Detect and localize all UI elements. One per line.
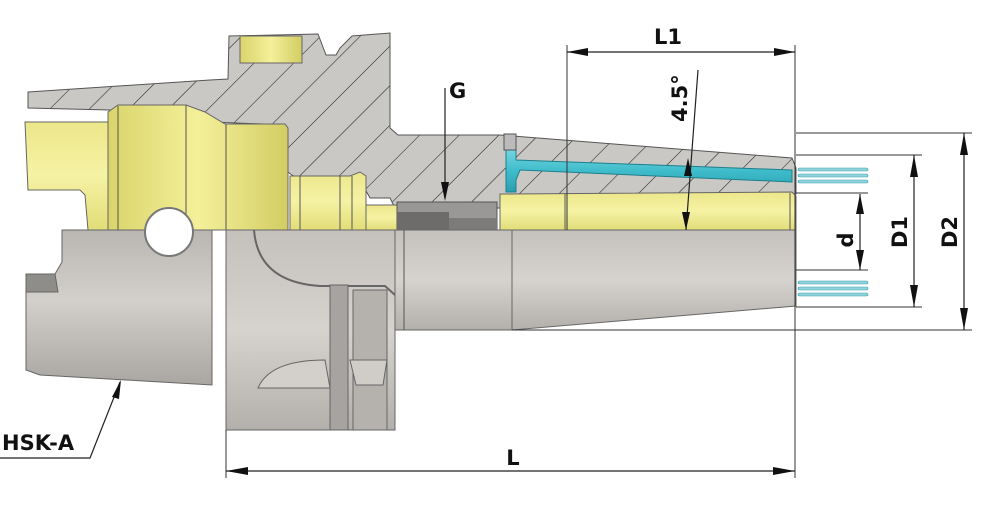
drive-slot — [239, 35, 303, 64]
cross-hole — [144, 207, 194, 257]
shrink-neck — [394, 229, 513, 331]
dimension-angle: 4.5° — [668, 69, 699, 231]
hsk-bore-left — [24, 121, 109, 231]
coolant-spray-bottom — [797, 280, 869, 297]
label-angle: 4.5° — [668, 74, 692, 122]
dimension-d2: D2 — [938, 133, 968, 330]
label-d: d — [834, 232, 858, 247]
dimension-g: G — [441, 79, 466, 201]
dimension-l: L — [226, 446, 795, 475]
label-l: L — [506, 446, 519, 470]
label-hsk-a: HSK-A — [2, 431, 75, 455]
flange-keyway — [257, 359, 331, 389]
dimension-d: d — [834, 194, 864, 270]
label-d2: D2 — [938, 216, 962, 248]
dimension-l1: L1 — [567, 25, 795, 56]
label-g: G — [449, 79, 466, 103]
hsk-shank-groove — [25, 273, 59, 293]
shrink-taper-nose — [511, 229, 797, 331]
shrink-bore — [499, 191, 797, 231]
callout-hsk-a: HSK-A — [0, 380, 121, 459]
coolant-screw — [503, 133, 517, 151]
drawbar-bore — [289, 171, 367, 231]
dimension-d1: D1 — [888, 155, 918, 307]
label-d1: D1 — [888, 216, 912, 248]
coolant-spray-top — [797, 167, 869, 184]
hsk-bore-main — [107, 104, 289, 231]
label-l1: L1 — [654, 25, 682, 49]
flange-arc-cut — [253, 229, 396, 296]
hsk-taper-shank — [25, 229, 213, 386]
small-bore — [365, 204, 398, 231]
coolant-channel — [505, 149, 793, 193]
